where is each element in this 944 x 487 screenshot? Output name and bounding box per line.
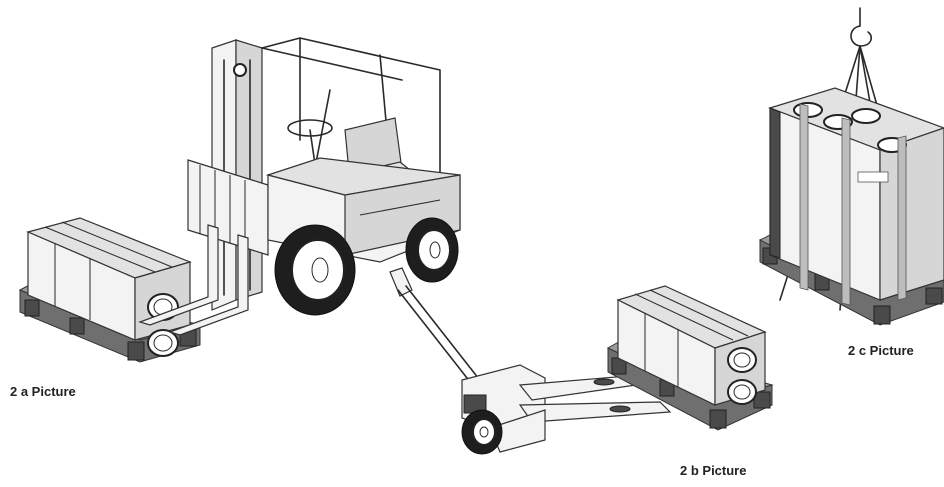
forklift <box>138 37 461 336</box>
caption-2a: 2 a Picture <box>10 384 76 399</box>
caption-2c: 2 c Picture <box>848 343 914 358</box>
pallet-jack <box>389 267 672 455</box>
unit-on-pallet-b <box>606 285 774 431</box>
caption-2b: 2 b Picture <box>680 463 747 478</box>
unit-lifted-by-crane <box>758 7 944 326</box>
unit-on-pallet-a <box>18 217 201 363</box>
